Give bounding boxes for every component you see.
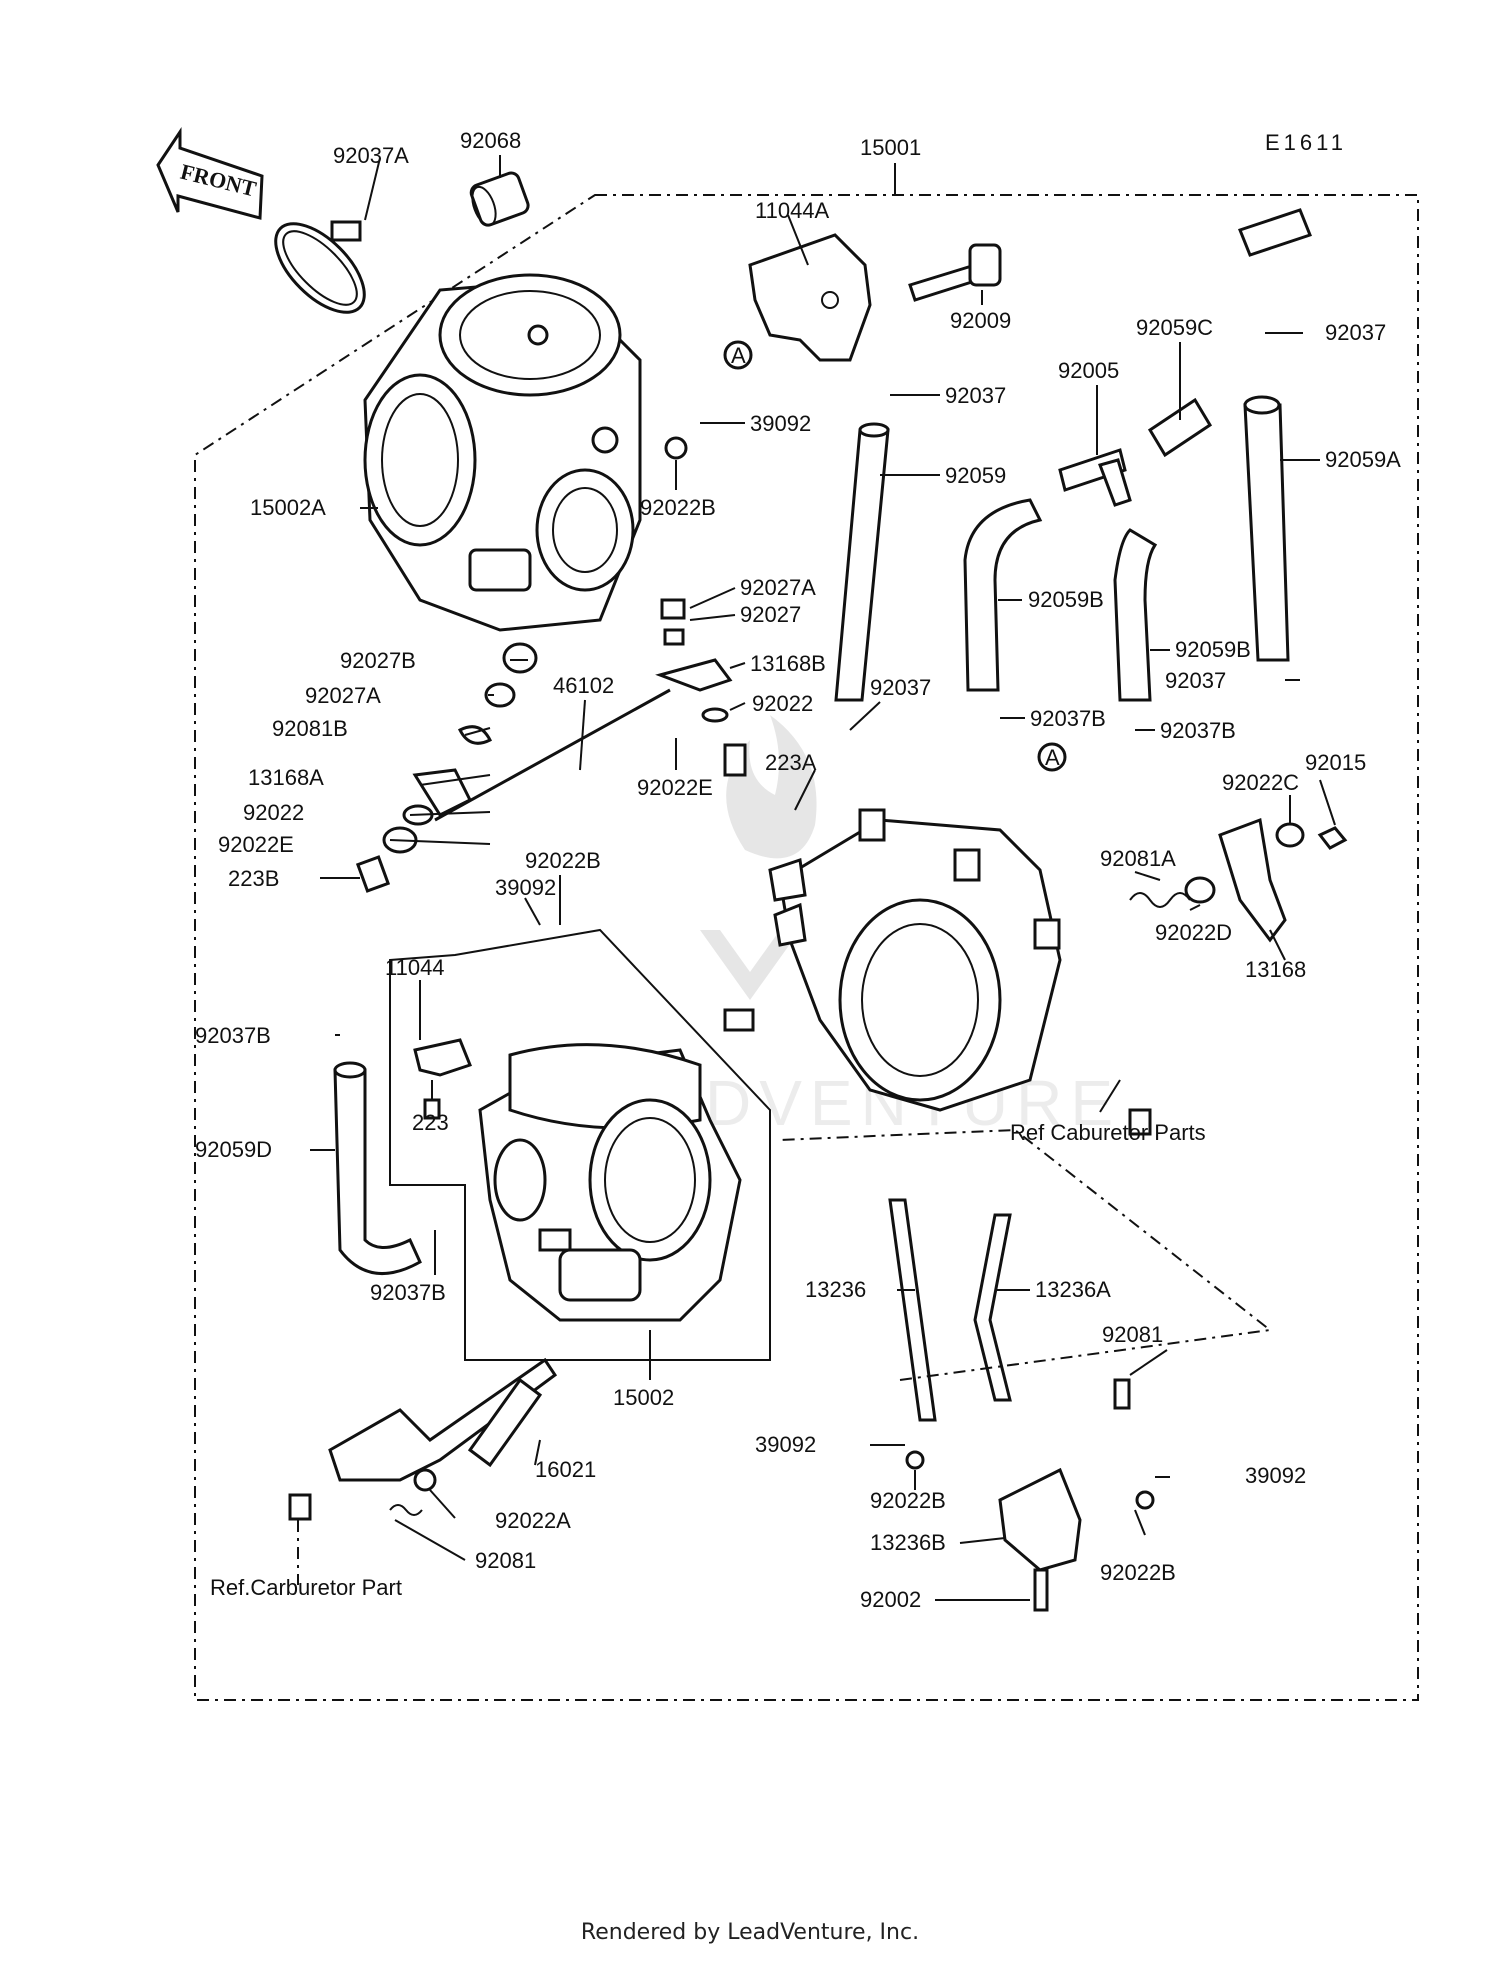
callout-92068: 92068	[460, 128, 521, 153]
callout-92037b-1: 92037B	[1030, 706, 1106, 731]
callout-92037-r1: 92037	[1325, 320, 1386, 345]
callout-11044: 11044	[385, 955, 445, 980]
callout-92081b: 92081B	[272, 716, 348, 741]
callout-92081-b: 92081	[475, 1548, 536, 1573]
callout-labels: 92037A 92068 15001 11044A 92009 92059C 9…	[195, 128, 1401, 1612]
callout-92022e-m: 92022E	[637, 775, 713, 800]
callout-223a: 223A	[765, 750, 817, 775]
callout-92002: 92002	[860, 1587, 921, 1612]
callout-92059d: 92059D	[195, 1137, 272, 1162]
callout-13168a: 13168A	[248, 765, 324, 790]
callout-92027: 92027	[740, 602, 801, 627]
callout-92037a: 92037A	[333, 143, 409, 168]
callout-92081a: 92081A	[1100, 846, 1176, 871]
callout-92022c: 92022C	[1222, 770, 1299, 795]
callout-92037-t: 92037	[945, 383, 1006, 408]
leader-lines	[310, 155, 1336, 1601]
callout-92027a-t: 92027A	[740, 575, 816, 600]
callout-92059: 92059	[945, 463, 1006, 488]
marker-a-upper-label: A	[731, 343, 746, 368]
callout-92059b-2: 92059B	[1175, 637, 1251, 662]
callout-92022-m: 92022	[752, 691, 813, 716]
pump-hardware-part	[1128, 817, 1348, 1136]
callout-92022b-t: 92022B	[640, 495, 716, 520]
callout-39092-b1: 39092	[755, 1432, 816, 1457]
callout-92037-r2: 92037	[1165, 668, 1226, 693]
tee-fitting-92005	[1058, 448, 1132, 507]
hose-92059	[834, 422, 890, 702]
assembly-outline	[194, 194, 1419, 1701]
callout-92027a-l: 92027A	[305, 683, 381, 708]
callout-92022b-mid: 92022B	[525, 848, 601, 873]
callout-92037-m: 92037	[870, 675, 931, 700]
diagram-code: E1611	[1265, 130, 1347, 155]
hose-92059d	[333, 1061, 422, 1276]
callout-92081-r: 92081	[1102, 1322, 1163, 1347]
callout-39092-b2: 39092	[1245, 1463, 1306, 1488]
bracket-upper-part	[748, 233, 1002, 362]
marker-a-lower-label: A	[1045, 745, 1060, 770]
callout-92059c: 92059C	[1136, 315, 1213, 340]
bushing-part	[469, 171, 530, 227]
callout-13168: 13168	[1245, 957, 1306, 982]
hose-92059b-left	[963, 498, 1043, 692]
callout-92037b-l: 92037B	[195, 1023, 271, 1048]
callout-46102: 46102	[553, 673, 614, 698]
ref-line-linkage	[779, 1128, 1273, 1381]
callout-92022b-b2: 92022B	[1100, 1560, 1176, 1585]
watermark-logo	[700, 715, 817, 1000]
fuel-pump-part	[723, 808, 1062, 1112]
callout-13168b: 13168B	[750, 651, 826, 676]
footer-credit: Rendered by LeadVenture, Inc.	[580, 1920, 920, 1945]
callout-92015: 92015	[1305, 750, 1366, 775]
callout-92022d: 92022D	[1155, 920, 1232, 945]
callout-223: 223	[412, 1110, 449, 1135]
callout-92059b-1: 92059B	[1028, 587, 1104, 612]
hose-92059a	[1243, 395, 1290, 662]
callout-15002: 15002	[613, 1385, 674, 1410]
callout-15001: 15001	[860, 135, 921, 160]
hose-92059b-right	[1113, 528, 1158, 702]
callout-39092-mid: 39092	[495, 875, 556, 900]
marker-a-upper: A	[723, 340, 753, 370]
callout-92005: 92005	[1058, 358, 1119, 383]
callout-92022e-l: 92022E	[218, 832, 294, 857]
callout-92059a: 92059A	[1325, 447, 1401, 472]
marker-a-lower: A	[1037, 742, 1067, 772]
callout-92022b-b1: 92022B	[870, 1488, 946, 1513]
link-rod-part	[434, 688, 671, 822]
clamp-part	[274, 220, 366, 314]
small-parts-left	[355, 642, 538, 893]
callout-92009: 92009	[950, 308, 1011, 333]
throttle-linkage-part	[888, 1198, 1155, 1612]
ref-caburetor-parts: Ref Caburetor Parts	[1010, 1120, 1206, 1145]
small-parts-middle	[655, 436, 747, 777]
lower-left-hardware-part	[288, 1357, 558, 1521]
callout-92037b-2: 92037B	[1160, 718, 1236, 743]
callout-92037b-b: 92037B	[370, 1280, 446, 1305]
callout-16021: 16021	[535, 1457, 596, 1482]
callout-223b: 223B	[228, 866, 279, 891]
callout-92027b: 92027B	[340, 648, 416, 673]
carburetor-upper-part	[363, 273, 642, 632]
hose-92059c	[1147, 208, 1312, 458]
callout-39092-t: 39092	[750, 411, 811, 436]
callout-92022-l: 92022	[243, 800, 304, 825]
callout-13236b: 13236B	[870, 1530, 946, 1555]
carburetor-lower-part	[478, 1043, 742, 1322]
front-arrow-icon: FRONT	[156, 127, 264, 220]
callout-15002a: 15002A	[250, 495, 326, 520]
lower-carb-group-outline	[389, 928, 771, 1361]
ref-carburetor-part: Ref.Carburetor Part	[210, 1575, 402, 1600]
callout-13236a: 13236A	[1035, 1277, 1111, 1302]
callout-92022a: 92022A	[495, 1508, 571, 1533]
callout-13236: 13236	[805, 1277, 866, 1302]
bracket-lower-part	[413, 1038, 472, 1120]
callout-11044a: 11044A	[755, 198, 830, 223]
